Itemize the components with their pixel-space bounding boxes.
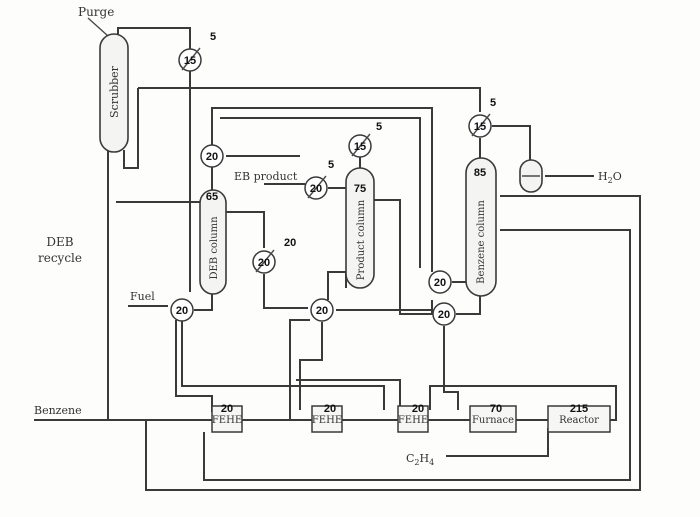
reactor-label: Reactor [559, 415, 599, 426]
benzene-label: Benzene [34, 404, 82, 417]
benzene-bottom-line [456, 294, 481, 315]
ann-benzene-top: 15 [474, 121, 486, 133]
ann-deb-side-cw: 20 [284, 237, 296, 249]
benzene-recycle-loop [145, 195, 641, 491]
ann-deb-column: 65 [206, 191, 218, 203]
deb-side-line [226, 211, 265, 248]
ann-product-column: 75 [354, 183, 366, 195]
hx-benzene-side [428, 270, 452, 294]
furnace-box [469, 405, 517, 433]
ann-benzene-column: 85 [474, 167, 486, 179]
benzene-column-label: Benzene column [476, 200, 487, 284]
hx-scrubber-top-arrow [181, 47, 201, 71]
fehe-1-box [211, 405, 243, 433]
ann-eb-product: 20 [310, 183, 322, 195]
fehe-3-box [397, 405, 429, 433]
furnace-label: Furnace [472, 415, 514, 426]
ann-fehe-1: 20 [221, 403, 233, 415]
hx-eb-product-arrow [307, 175, 327, 199]
ann-benzene-bottom: 20 [438, 309, 450, 321]
heat-exchangers [170, 47, 492, 326]
annotations: 5 15 5 15 5 15 5 20 20 65 75 85 20 20 20… [176, 31, 588, 415]
reactor-box [547, 405, 611, 433]
deb-recycle-label-1: DEB [46, 235, 73, 249]
reactor-effluent-line [429, 385, 617, 421]
fehe1-feed [175, 320, 213, 412]
fehe-1-label: FEHE [212, 415, 242, 426]
fehe-2-box [311, 405, 343, 433]
ann-product-top: 15 [354, 141, 366, 153]
hx-benzene-bottom [432, 302, 456, 326]
scrubber-side-loop [123, 88, 139, 169]
ethylene-line [446, 428, 549, 457]
deb-side-return [263, 274, 308, 309]
ann-eb-product-cw: 5 [328, 159, 334, 171]
reflux-drum-line [492, 125, 531, 160]
ann-reactor: 215 [570, 403, 588, 415]
ann-fehe-3: 20 [412, 403, 424, 415]
scrubber-vessel [99, 33, 129, 153]
hx-fuel [170, 298, 194, 322]
ann-benzene-top-cw: 5 [490, 97, 496, 109]
purge-label: Purge [78, 5, 114, 19]
ann-scrubber-top: 15 [184, 55, 196, 67]
ann-fuel: 20 [176, 305, 188, 317]
benzene-column-vessel [465, 157, 497, 297]
ann-furnace: 70 [490, 403, 502, 415]
printed-labels: Purge Scrubber DEB recycle EB product H2… [34, 5, 622, 467]
product-bottom-down [299, 322, 323, 410]
product-column-vessel [345, 167, 375, 289]
deb-to-fehe [181, 320, 385, 410]
ann-benzene-side: 20 [434, 277, 446, 289]
hx-product-top-arrow [351, 133, 371, 157]
ann-scrubber-top-cw: 5 [210, 31, 216, 43]
deb-overhead-loop-2 [220, 117, 421, 268]
fuel-label: Fuel [130, 290, 155, 303]
hx-benzene-top-arrow [471, 113, 491, 137]
product-bottom-line [327, 271, 347, 300]
ann-product-bottom: 20 [316, 305, 328, 317]
deb-recycle-label-2: recycle [38, 251, 82, 265]
ann-fehe-2: 20 [324, 403, 336, 415]
crossover-line [296, 379, 401, 410]
deb-column-label: DEB column [209, 216, 220, 280]
scrubber-label: Scrubber [108, 65, 121, 118]
ann-product-top-cw: 5 [376, 121, 382, 133]
hx-deb-top [200, 144, 224, 168]
top-header-line [138, 87, 481, 112]
deb-column-vessel [199, 189, 227, 295]
deb-bottom-line [194, 294, 213, 311]
benzene-to-fehe3 [443, 326, 459, 410]
piping [34, 17, 641, 491]
benzene-recycle-loop-2 [203, 229, 631, 481]
ann-deb-top: 20 [206, 151, 218, 163]
water-label: H2O [598, 170, 622, 185]
hx-product-bottom [310, 298, 334, 322]
product-column-label: Product column [356, 199, 367, 280]
benzene-bottom-loop [372, 199, 433, 315]
eb-product-label: EB product [234, 170, 298, 183]
equipment [99, 33, 611, 433]
ethylene-label: C2H4 [406, 452, 434, 467]
fehe-2-label: FEHE [312, 415, 342, 426]
ann-deb-side: 20 [258, 257, 270, 269]
fehe-3-label: FEHE [398, 415, 428, 426]
hx-deb-side-arrow [255, 249, 275, 273]
purge-line [87, 17, 109, 37]
